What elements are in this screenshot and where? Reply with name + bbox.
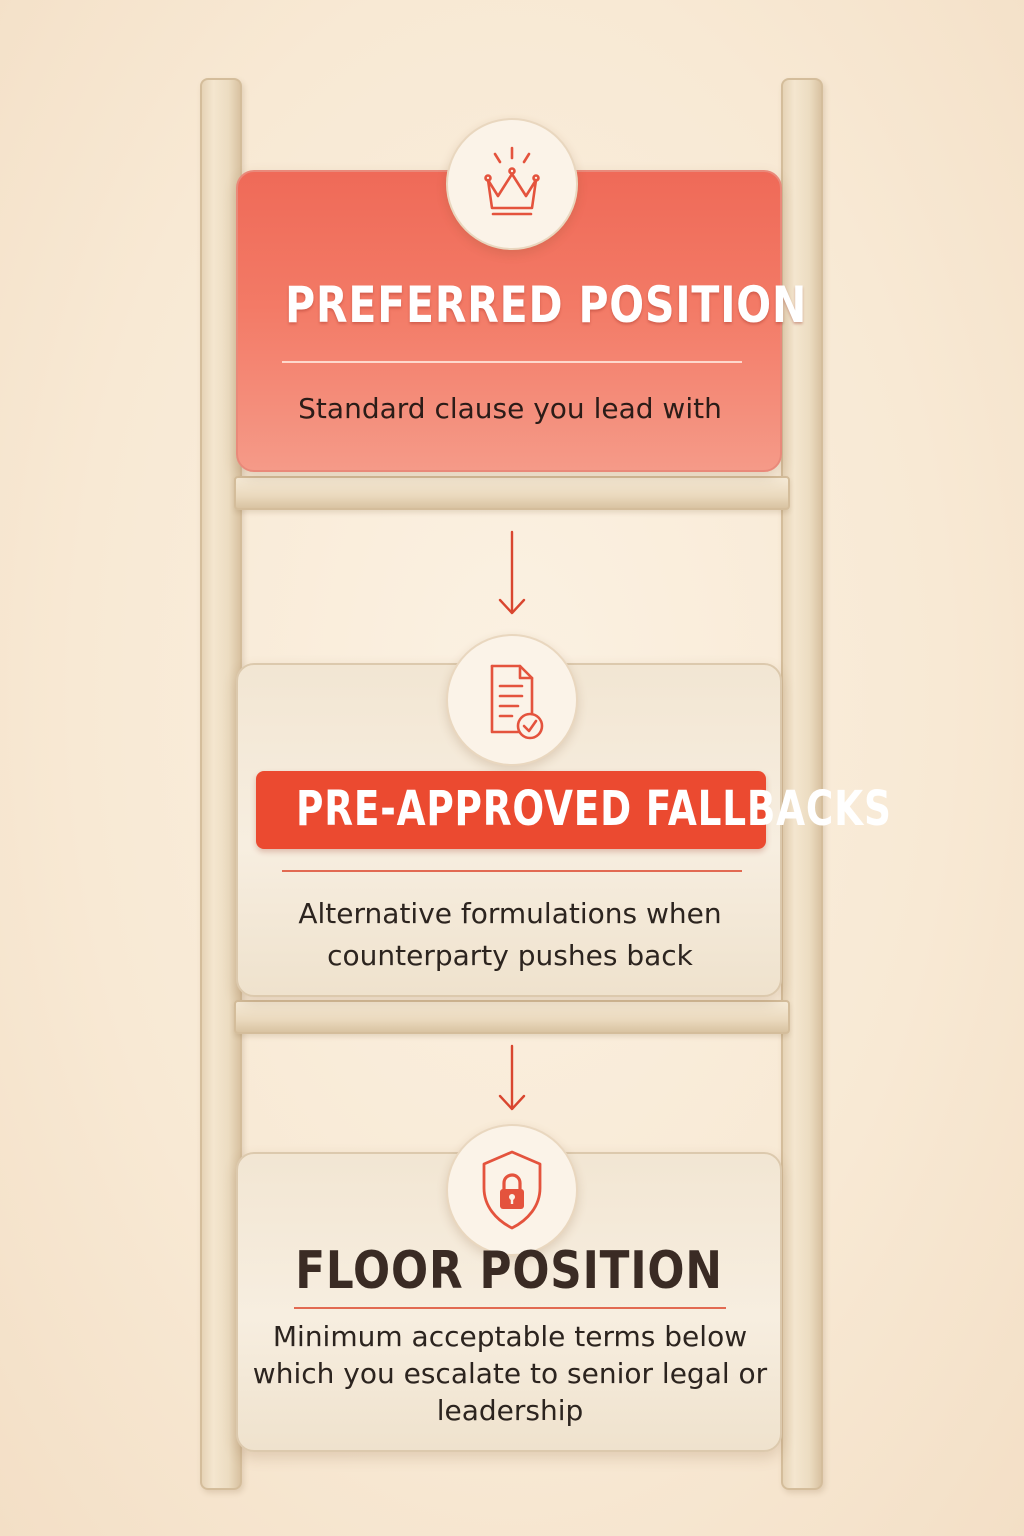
floor-position-description: Minimum acceptable terms below which you…: [252, 1320, 768, 1427]
fallbacks-title-highlight: [256, 771, 766, 849]
down-arrow-icon: [498, 530, 526, 615]
pre-approved-fallbacks-description: Alternative formulations when counterpar…: [298, 897, 722, 972]
ladder-right-rail: [781, 78, 823, 1490]
shield-lock-badge: [446, 1124, 578, 1256]
preferred-position-description: Standard clause you lead with: [298, 392, 722, 425]
shield-lock-icon: [482, 1150, 542, 1230]
crown-icon: [484, 146, 540, 216]
divider: [294, 1307, 726, 1309]
floor-position-title: FLOOR POSITION: [295, 1241, 723, 1301]
ladder-left-rail: [200, 78, 242, 1490]
pre-approved-fallbacks-title: PRE-APPROVED FALLBACKS: [296, 781, 892, 837]
document-check-icon: [490, 664, 544, 740]
ladder-rung: [234, 476, 790, 510]
preferred-position-title: PREFERRED POSITION: [285, 276, 808, 334]
ladder-rung: [234, 1000, 790, 1034]
divider: [282, 361, 742, 363]
crown-badge: [446, 118, 578, 250]
down-arrow-icon: [498, 1044, 526, 1111]
divider: [282, 870, 742, 872]
document-check-badge: [446, 634, 578, 766]
